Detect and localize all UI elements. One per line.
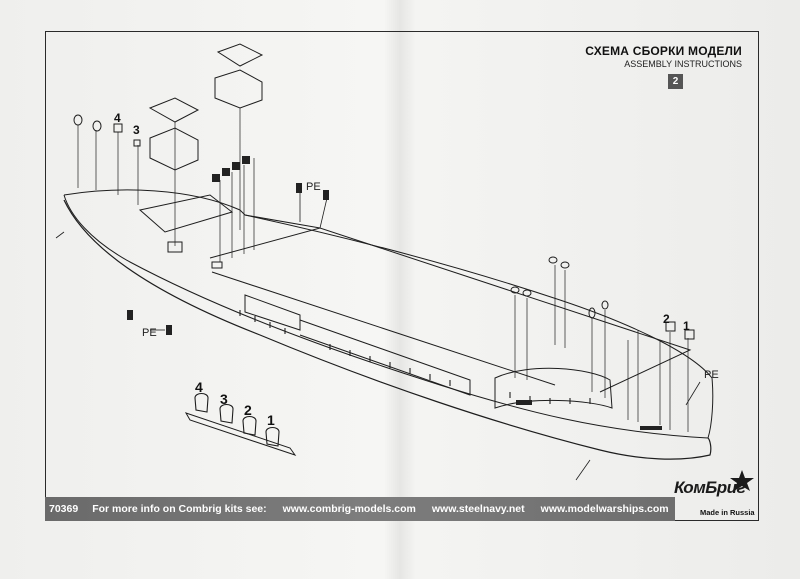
- part-label-4-rack: 4: [195, 379, 203, 395]
- deck-edge-line: [63, 189, 714, 439]
- link-steelnavy[interactable]: www.steelnavy.net: [431, 503, 525, 515]
- fore-deck-plate: [138, 194, 234, 233]
- pe-label-deck: PE: [306, 181, 321, 193]
- title-russian: СХЕМА СБОРКИ МОДЕЛИ: [585, 44, 742, 58]
- part-label-4-upper: 4: [114, 111, 121, 125]
- link-combrig[interactable]: www.combrig-models.com: [282, 503, 416, 515]
- brand-logo: КомБриг Made in Russia: [664, 468, 764, 524]
- part-label-3-rack: 3: [220, 391, 228, 407]
- footer-bar: 70369 For more info on Combrig kits see:…: [45, 497, 675, 521]
- forward-house: [244, 294, 301, 331]
- pe-label-stern: PE: [704, 369, 719, 381]
- bridge-deck-part: [148, 97, 200, 123]
- part-label-1-stern: 1: [683, 319, 690, 333]
- brand-made-in: Made in Russia: [700, 508, 755, 517]
- part-label-2-stern: 2: [663, 312, 670, 326]
- star-icon: [730, 470, 754, 491]
- brand-name: КомБриг: [674, 478, 746, 497]
- part-label-1-rack: 1: [267, 412, 275, 428]
- aft-superstructure: [494, 367, 613, 409]
- funnel-cap-part: [216, 43, 264, 67]
- pe-label-side: PE: [142, 327, 157, 339]
- link-modelwarships[interactable]: www.modelwarships.com: [540, 503, 669, 515]
- funnel-base-part: [214, 69, 263, 109]
- hull-bottom-line: [63, 199, 712, 460]
- footer-info: For more info on Combrig kits see:: [92, 503, 267, 515]
- kit-number: 70369: [49, 503, 79, 515]
- title-english: ASSEMBLY INSTRUCTIONS: [624, 59, 742, 69]
- bridge-house-part: [149, 127, 199, 171]
- part-label-3-upper: 3: [133, 123, 140, 137]
- title-block: СХЕМА СБОРКИ МОДЕЛИ ASSEMBLY INSTRUCTION…: [585, 44, 742, 69]
- page-number-badge: 2: [668, 74, 683, 89]
- parts-sprue: [184, 412, 297, 456]
- main-deck-panel: [209, 227, 692, 393]
- sheer-line: [63, 194, 709, 439]
- part-label-2-rack: 2: [244, 402, 252, 418]
